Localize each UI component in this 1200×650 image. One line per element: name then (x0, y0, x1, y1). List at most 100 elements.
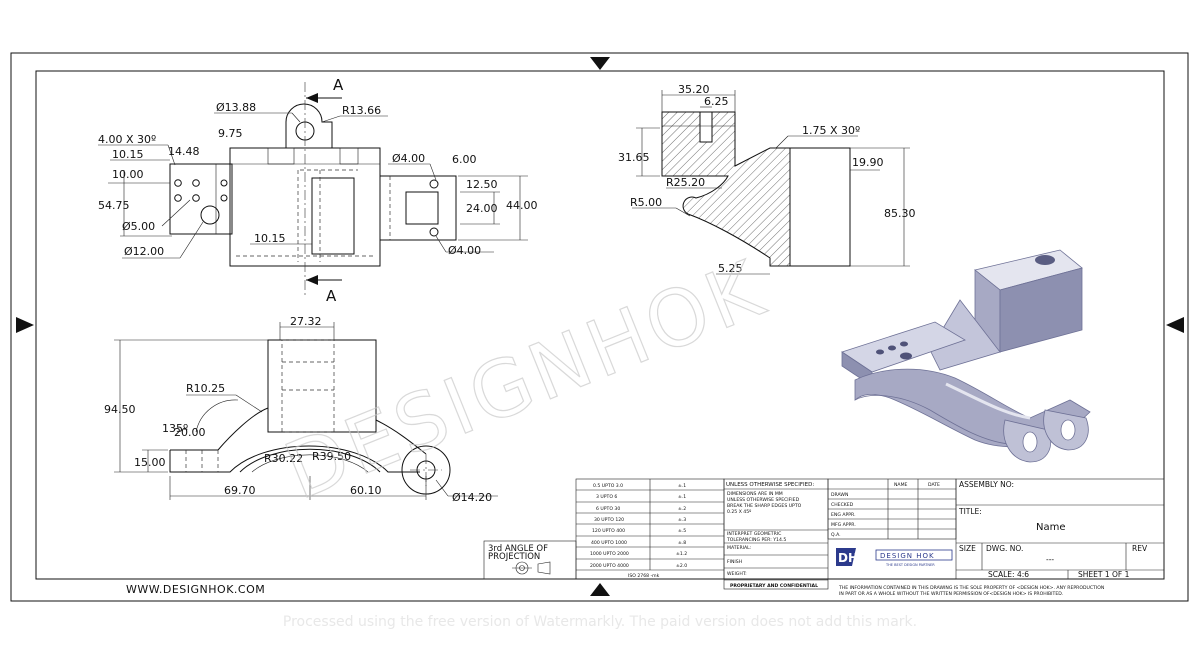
notes-header: UNLESS OTHERWISE SPECIFIED: (726, 482, 814, 488)
dim-section-5: R25.20 (666, 176, 705, 189)
front-view: A A Ø13.88 R13.66 4.00 X 30º 9.75 10.15 … (98, 76, 538, 305)
tol-row-3-range: 30 UPTO 120 (594, 517, 624, 523)
notes-line5: INTERPRET GEOMETRIC (727, 531, 781, 537)
notes-line3: BREAK THE SHARP EDGES UPTO (727, 503, 802, 509)
dim-front-14: 24.00 (466, 202, 498, 215)
tol-row-3-value: ±.3 (678, 517, 686, 523)
dim-side-0: 27.32 (290, 315, 322, 328)
notes-finish: FINISH (727, 559, 742, 565)
isometric-view (841, 249, 1091, 463)
notes-block: UNLESS OTHERWISE SPECIFIED: DIMENSIONS A… (723, 478, 829, 590)
tol-row-5-value: ±.8 (678, 540, 686, 546)
dim-front-3: 9.75 (218, 127, 243, 140)
size-label: SIZE (959, 544, 976, 553)
tol-row-7-value: ±2.0 (676, 563, 687, 569)
dim-side-8: 69.70 (224, 484, 256, 497)
dim-section-1: 6.25 (704, 95, 729, 108)
dim-front-15: 44.00 (506, 199, 538, 212)
tolerance-table: 0.5 UPTO 3.0 ±.1 3 UPTO 6 ±.1 6 UPTO 30 … (575, 478, 725, 580)
dim-front-1: R13.66 (342, 104, 381, 117)
tol-row-1-value: ±.1 (678, 494, 686, 500)
dim-front-10: 10.15 (254, 232, 286, 245)
logo-brand: DESIGN HOK (880, 552, 935, 560)
title-block: ASSEMBLY NO: TITLE: Name SIZE DWG. NO. -… (955, 478, 1165, 580)
dim-front-8: Ø5.00 (122, 220, 155, 233)
company-logo: DH DESIGN HOK THE BEST DESIGN PARTNER (836, 548, 953, 567)
tol-row-5-range: 400 UPTO 1000 (591, 540, 627, 546)
tol-row-6-value: ±1.2 (676, 551, 687, 557)
rev-label: REV (1132, 544, 1148, 553)
assembly-label: ASSEMBLY NO: (959, 480, 1014, 489)
logo-mark: DH (838, 551, 858, 565)
dwg-no-value: --- (1046, 555, 1054, 564)
dim-front-4: 10.15 (112, 148, 144, 161)
left-center-arrow-icon (16, 317, 34, 333)
logo-mark-icon (836, 548, 856, 566)
projection-line1: 3rd ANGLE OF (488, 544, 548, 554)
tol-row-2-range: 6 UPTO 30 (596, 506, 620, 512)
tol-row-7-range: 2000 UPTO 4000 (590, 563, 629, 569)
notes-line2: UNLESS OTHERWISE SPECIFIED (727, 497, 800, 503)
projection-cone-icon (537, 561, 551, 575)
notes-weight: WEIGHT: (727, 571, 747, 577)
tol-row-6-range: 1000 UPTO 2000 (590, 551, 629, 557)
tol-row-1-range: 3 UPTO 6 (596, 494, 617, 500)
title-value: Name (1036, 522, 1066, 533)
notes-line1: DIMENSIONS ARE IN MM (727, 491, 783, 497)
notes-proprietary: PROPRIETARY AND CONFIDENTIAL (730, 583, 818, 589)
dim-side-3: 135º (162, 422, 188, 435)
outer-frame (10, 52, 1189, 602)
side-view: 27.32 R10.25 94.50 135º 20.00 15.00 R30.… (104, 315, 498, 504)
dim-side-5: 15.00 (134, 456, 166, 469)
dim-side-7: R39.50 (312, 450, 351, 463)
dim-front-7: 54.75 (98, 199, 130, 212)
tol-row-0-range: 0.5 UPTO 3.0 (593, 483, 623, 489)
processing-watermark-note: Processed using the free version of Wate… (282, 614, 918, 630)
projection-box: 3rd ANGLE OF PROJECTION (483, 540, 577, 580)
dim-front-9: Ø12.00 (124, 245, 164, 258)
watermark-text: DESIGNHOK (273, 244, 778, 518)
approvals-table: NAME DATE DRAWN CHECKED ENG APPR. MFG AP… (827, 478, 957, 540)
website-text: WWW.DESIGNHOK.COM (126, 583, 265, 596)
dim-section-8: 5.25 (718, 262, 743, 275)
dim-section-6: R5.00 (630, 196, 662, 209)
dim-front-0: Ø13.88 (216, 101, 256, 114)
dim-side-9: 60.10 (350, 484, 382, 497)
legal-line2: IN PART OR AS A WHOLE WITHOUT THE WRITTE… (839, 591, 1063, 597)
tol-row-0-value: ±.1 (678, 483, 686, 489)
dim-front-11: Ø4.00 (392, 152, 425, 165)
dim-side-10: Ø14.20 (452, 491, 492, 504)
dim-side-2: 94.50 (104, 403, 136, 416)
dim-section-2: 1.75 X 30º (802, 124, 860, 137)
approvals-date-header: DATE (928, 482, 940, 488)
tol-row-4-range: 120 UPTO 400 (592, 528, 625, 534)
dim-side-6: R30.22 (264, 452, 303, 465)
approvals-name-header: NAME (894, 482, 908, 488)
dwg-no-label: DWG. NO. (986, 544, 1023, 553)
approval-row-eng: ENG APPR. (831, 512, 856, 518)
dim-front-6: 10.00 (112, 168, 144, 181)
dim-section-0: 35.20 (678, 83, 710, 96)
scale-label: SCALE: 4:6 (988, 570, 1029, 579)
dim-front-12: 6.00 (452, 153, 477, 166)
title-label: TITLE: (958, 507, 982, 516)
tol-row-4-value: ±.5 (678, 528, 686, 534)
approval-row-mfg: MFG APPR. (831, 522, 856, 528)
bottom-center-arrow-icon (590, 583, 610, 596)
right-center-arrow-icon (1166, 317, 1184, 333)
section-mark-bottom: A (326, 287, 337, 305)
dim-section-7: 85.30 (884, 207, 916, 220)
sheet-label: SHEET 1 OF 1 (1078, 570, 1130, 579)
section-mark-top: A (333, 76, 344, 94)
dim-front-16: Ø4.00 (448, 244, 481, 257)
notes-material: MATERIAL: (727, 545, 752, 551)
tol-standard: ISO 2768 -mk (628, 573, 660, 579)
dim-section-3: 31.65 (618, 151, 650, 164)
approval-row-checked: CHECKED (831, 502, 854, 508)
tol-row-2-value: ±.2 (678, 506, 686, 512)
section-view: 35.20 6.25 1.75 X 30º 31.65 19.90 R25.20… (618, 83, 916, 275)
dim-side-4: 20.00 (174, 426, 206, 439)
dim-front-5: 14.48 (168, 145, 200, 158)
notes-line6: TOLERANCING PER: Y14.5 (726, 537, 786, 543)
